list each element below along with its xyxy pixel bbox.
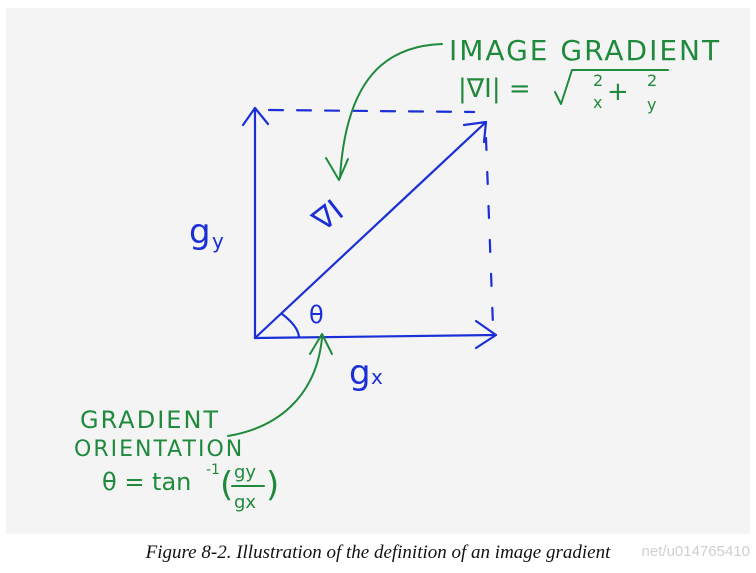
image-gradient-gx-sub: x bbox=[593, 93, 602, 112]
orientation-paren-close: ) bbox=[266, 465, 279, 505]
gy-label-subscript: y bbox=[212, 229, 224, 253]
dashed-right-line bbox=[484, 136, 495, 328]
gradient-vector bbox=[253, 120, 488, 340]
gx-arrowhead bbox=[474, 319, 498, 350]
image-gradient-gy-sub: y bbox=[647, 95, 656, 114]
watermark-text: net/u014765410 bbox=[641, 543, 750, 560]
image-gradient-plus: + bbox=[607, 77, 629, 107]
vector-labels: ∇I g y g x θ bbox=[189, 193, 383, 393]
image-gradient-pointer bbox=[339, 43, 443, 179]
image-gradient-title: IMAGE GRADIENT bbox=[449, 34, 721, 67]
nabla-i-label: ∇I bbox=[305, 193, 350, 239]
vector-group bbox=[241, 106, 498, 350]
figure-panel: ∇I g y g x θ IMAGE GRADIENT |∇I| = x 2 +… bbox=[6, 8, 750, 534]
image-gradient-gx-sup: 2 bbox=[593, 71, 603, 90]
figure-caption: Figure 8-2. Illustration of the definiti… bbox=[145, 542, 611, 563]
gx-label-subscript: x bbox=[371, 365, 383, 389]
gradient-arrowhead bbox=[462, 120, 488, 144]
orientation-pointer-head bbox=[309, 333, 333, 355]
orientation-formula-lhs: θ = tan bbox=[102, 468, 191, 496]
orientation-paren-open: ( bbox=[220, 465, 233, 505]
orientation-pointer bbox=[227, 337, 323, 437]
gradient-diagram: ∇I g y g x θ IMAGE GRADIENT |∇I| = x 2 +… bbox=[74, 34, 721, 513]
image-gradient-formula-lhs: |∇I| = bbox=[458, 74, 531, 104]
dashed-top-line bbox=[267, 108, 476, 114]
orientation-line1: GRADIENT bbox=[80, 406, 220, 434]
image-gradient-annotation: IMAGE GRADIENT |∇I| = x 2 + y 2 bbox=[325, 34, 721, 181]
orientation-annotation: GRADIENT ORIENTATION θ = tan -1 ( gy gx … bbox=[74, 333, 333, 513]
sqrt-sign bbox=[554, 69, 669, 105]
gy-arrowhead bbox=[241, 106, 270, 127]
gx-axis-arrow bbox=[253, 333, 498, 340]
orientation-fraction-num: gy bbox=[234, 462, 256, 483]
orientation-fraction-den: gx bbox=[234, 492, 256, 513]
gx-label: g bbox=[349, 353, 371, 393]
gy-label: g bbox=[189, 212, 211, 252]
theta-angle-arc bbox=[280, 312, 301, 339]
orientation-formula-exp: -1 bbox=[206, 462, 220, 478]
image-gradient-gy-sup: 2 bbox=[647, 71, 657, 90]
orientation-line2: ORIENTATION bbox=[74, 437, 244, 462]
image-gradient-pointer-head bbox=[325, 157, 349, 181]
theta-label: θ bbox=[309, 301, 324, 329]
